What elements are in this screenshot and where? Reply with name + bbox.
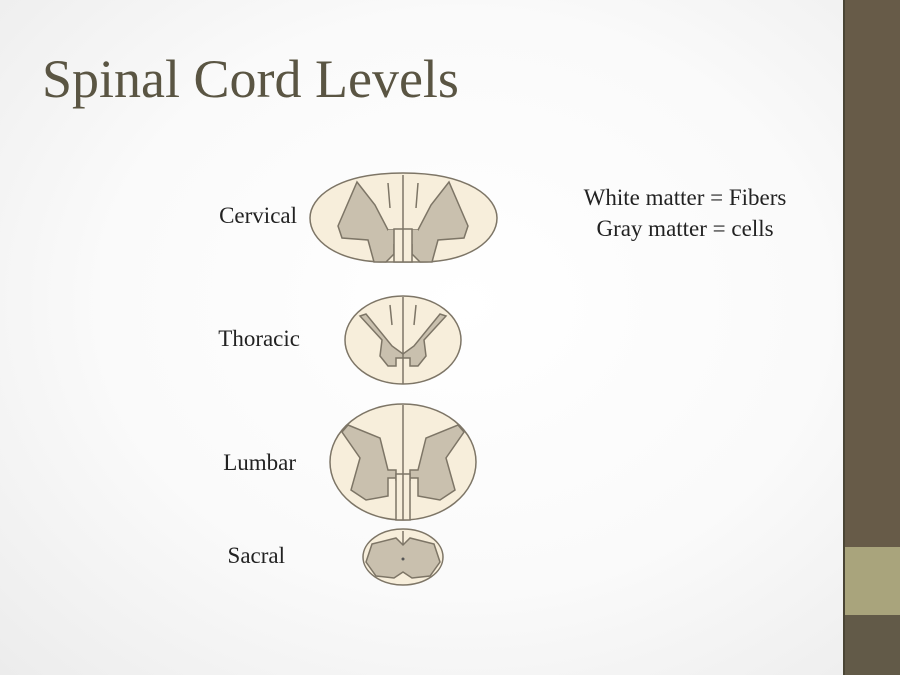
slide: Spinal Cord Levels Cervical Thoracic Lum… [0, 0, 843, 675]
note-white-matter: White matter = Fibers [583, 185, 787, 210]
thoracic-section [344, 295, 462, 385]
spinal-cord-diagram [309, 172, 498, 586]
sidebar-accent-band [845, 547, 900, 615]
label-sacral: Sacral [227, 543, 285, 568]
notes: White matter = Fibers Gray matter = cell… [545, 182, 825, 244]
cervical-section [309, 172, 498, 263]
note-gray-matter: Gray matter = cells [596, 216, 774, 241]
sidebar-bottom [845, 615, 900, 675]
label-thoracic: Thoracic [218, 326, 300, 351]
slide-title: Spinal Cord Levels [42, 49, 459, 109]
label-cervical: Cervical [219, 203, 297, 228]
lumbar-section [329, 403, 477, 521]
sacral-section [362, 528, 444, 586]
label-lumbar: Lumbar [223, 450, 296, 475]
slide-sidebar-decoration [843, 0, 900, 675]
